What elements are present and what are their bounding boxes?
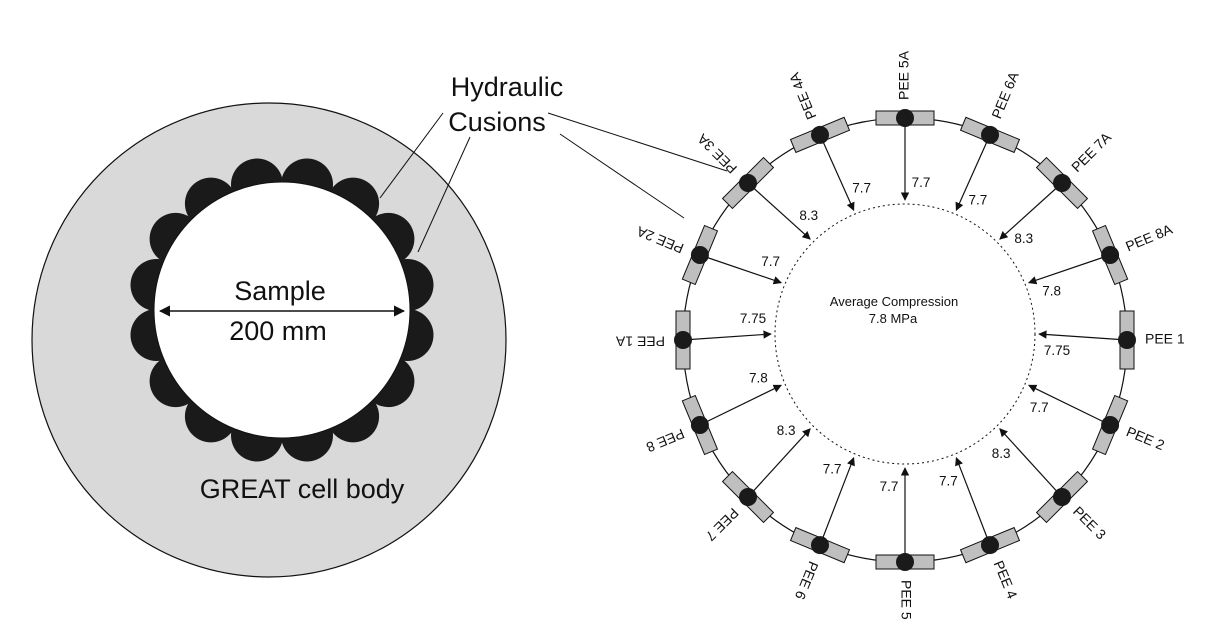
sensor-label: PEE 5 (898, 580, 914, 620)
sensor-dot (739, 174, 757, 192)
sensor-dot (1118, 331, 1136, 349)
leader-line-4 (559, 133, 685, 219)
compression-value: 7.7 (880, 479, 899, 494)
sensor-dot (674, 331, 692, 349)
sensor-label: PEE 4 (991, 558, 1021, 601)
compression-arrow (747, 182, 811, 240)
sensor-label: PEE 6 (792, 559, 822, 602)
sensor-label: PEE 2 (1124, 423, 1167, 453)
sensor-pad (875, 109, 935, 127)
sample-core (153, 181, 411, 439)
sensor-label: PEE 2A (634, 223, 686, 257)
sensor-dot (1053, 174, 1071, 192)
center-label-line1: Average Compression (830, 294, 958, 309)
compression-arrow (999, 428, 1063, 498)
sample-label: Sample (234, 276, 326, 306)
compression-value: 7.7 (1030, 400, 1049, 415)
sensor-label: PEE 7 (702, 505, 742, 545)
sensor-label: PEE 1 (1145, 331, 1185, 347)
diameter-label: 200 mm (229, 316, 327, 346)
sensor-pad (875, 553, 935, 571)
sensor-pad (674, 310, 692, 370)
compression-value: 7.7 (969, 193, 988, 208)
sensor-dot (981, 536, 999, 555)
compression-arrow (1028, 254, 1111, 285)
sensor-dot (1101, 246, 1120, 264)
sensor-label: PEE 3 (1070, 503, 1110, 543)
cell-body-label: GREAT cell body (200, 474, 405, 504)
sensor-dot (981, 125, 999, 144)
cushion-label-line1: Hydraulic (451, 72, 564, 102)
compression-value: 8.3 (1014, 231, 1033, 246)
sensor-pad (1091, 394, 1129, 456)
center-label-line2: 7.8 MPa (869, 311, 918, 326)
compression-value: 8.3 (992, 446, 1011, 461)
sensor-label: PEE 8A (1123, 221, 1175, 255)
leader-line-2 (417, 136, 471, 253)
compression-value: 8.3 (777, 423, 796, 438)
sensor-pad (721, 156, 775, 210)
sensor-pad (789, 526, 851, 564)
compression-arrow (682, 330, 772, 341)
sensor-dot (811, 536, 829, 555)
sensor-dot (896, 553, 914, 571)
leader-line-1 (379, 112, 444, 199)
compression-value: 7.75 (740, 311, 766, 326)
compression-arrow (699, 384, 782, 426)
sensor-dot (1101, 416, 1120, 434)
sensor-pad (1035, 470, 1089, 524)
compression-arrow (955, 457, 991, 546)
sensor-dot (690, 246, 709, 264)
compression-arrow (747, 428, 811, 498)
sensor-label: PEE 1A (615, 333, 665, 349)
sensor-pad (789, 116, 851, 154)
sensor-dot (1053, 488, 1071, 506)
leader-line-3 (547, 112, 728, 172)
compression-arrow (699, 254, 782, 285)
compression-value: 7.8 (749, 370, 768, 385)
compression-arrow (999, 182, 1063, 240)
compression-value: 8.3 (799, 208, 818, 223)
compression-value: 7.75 (1044, 343, 1070, 358)
compression-arrow (819, 134, 855, 211)
compression-arrows: 7.75 7.7 8.3 7.7 7.7 7.7 8.3 7.8 7.75 7.7 8.3 7.7 7.… (682, 118, 1128, 562)
cushion-label-line2: Cusions (448, 107, 546, 137)
compression-value: 7.7 (823, 461, 842, 476)
compression-value: 7.7 (912, 175, 931, 190)
sensor-pad (959, 116, 1021, 154)
compression-arrow (955, 134, 991, 211)
compression-value: 7.7 (852, 180, 871, 195)
compression-value: 7.8 (1042, 284, 1061, 299)
sensor-label: PEE 5A (896, 50, 912, 100)
sensor-pad (1118, 310, 1136, 370)
compression-value: 7.7 (761, 254, 780, 269)
compression-arrow (1038, 330, 1128, 341)
sensor-dot (690, 416, 709, 434)
sensor-pads: PEE 1 PEE 2 PEE 3 PEE 4 PEE 5 PEE 6 PEE 7 PEE 8… (615, 50, 1185, 620)
sensor-label: PEE 7A (1068, 129, 1114, 175)
sensor-label: PEE 6A (988, 69, 1022, 121)
compression-arrow (1028, 384, 1111, 426)
sensor-pad (681, 224, 719, 286)
inner-sample-circle (774, 203, 1036, 465)
sensor-dot (896, 109, 914, 127)
sensor-dot (739, 488, 757, 506)
sensor-pad (1035, 156, 1089, 210)
sensor-label: PEE 8 (644, 426, 687, 456)
sensor-ring: Average Compression 7.8 MPa 7.757.78.37.… (615, 50, 1185, 620)
sensor-pad (681, 394, 719, 456)
sensor-dot (811, 125, 829, 144)
sensor-label: PEE 4A (786, 70, 820, 122)
sensor-pad (959, 526, 1021, 564)
compression-arrow (819, 457, 855, 546)
sensor-pad (721, 470, 775, 524)
sensor-pad (1091, 224, 1129, 286)
compression-value: 7.7 (939, 474, 958, 489)
cell-cross-section: Sample 200 mm GREAT cell body Hydraulic … (31, 72, 728, 578)
sensor-label: PEE 3A (694, 130, 740, 176)
